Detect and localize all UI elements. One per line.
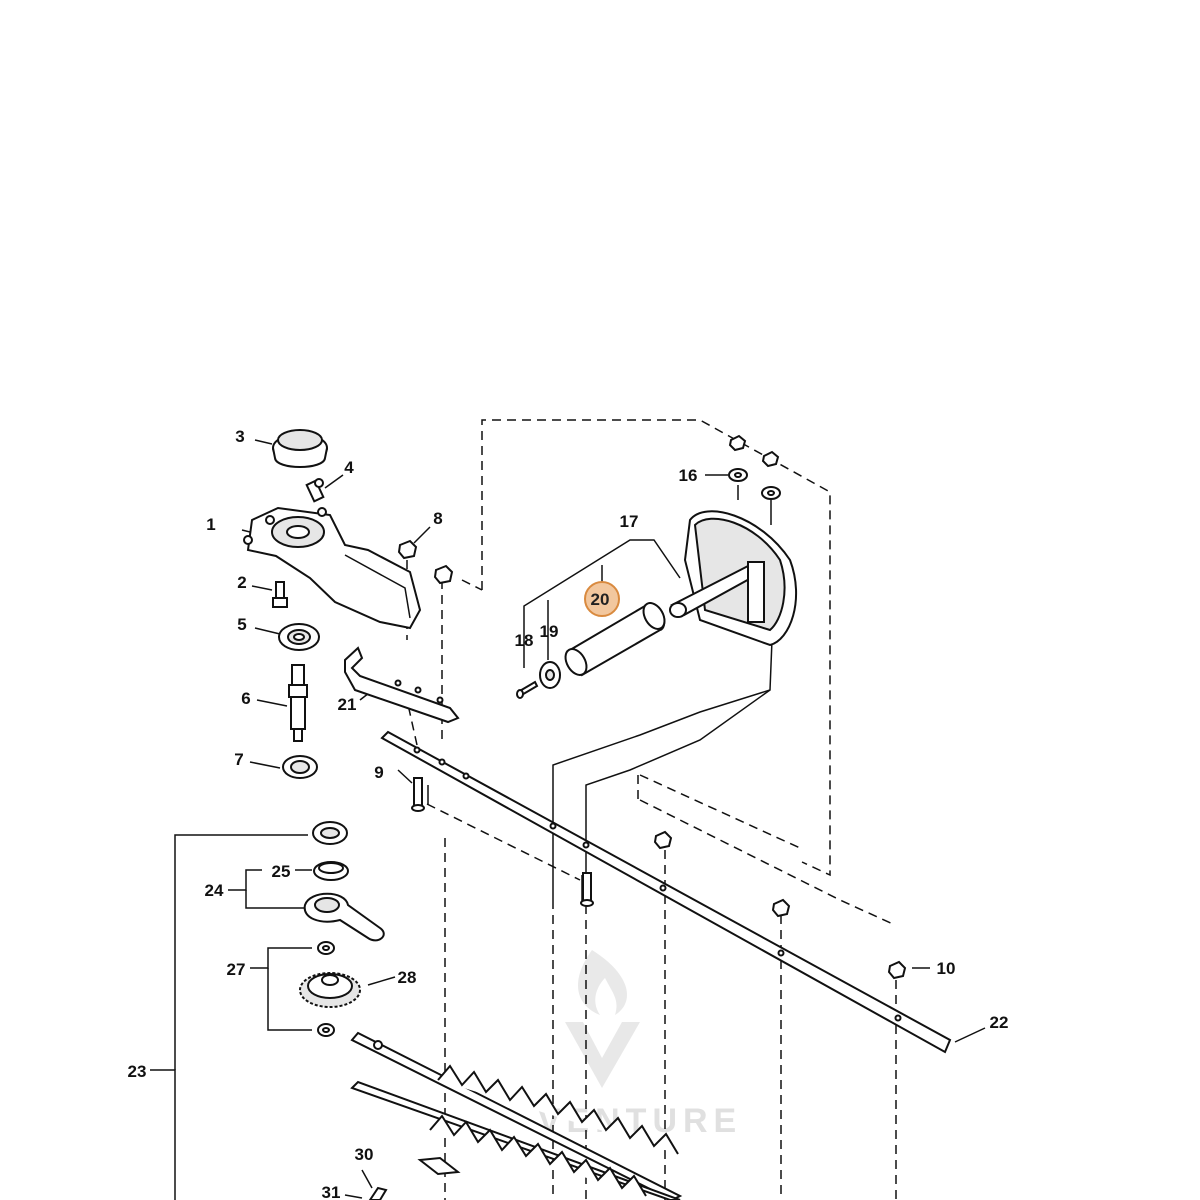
part-30-pad[interactable] [417, 1156, 461, 1176]
callout-18[interactable]: 18 [515, 631, 534, 650]
part-2-screw[interactable] [272, 581, 288, 608]
part-25-ring[interactable] [313, 861, 349, 881]
part-3-bearing-cup[interactable] [272, 429, 328, 468]
part-17-guard[interactable] [669, 510, 798, 647]
part-19-washer[interactable] [539, 661, 561, 689]
callout-5[interactable]: 5 [237, 615, 246, 634]
part-7-ball-bearing[interactable] [282, 755, 318, 779]
callout-28[interactable]: 28 [398, 968, 417, 987]
part-1-gear-housing[interactable] [243, 506, 422, 630]
part-8-nut[interactable] [397, 539, 454, 585]
callout-1[interactable]: 1 [206, 515, 215, 534]
leader-lines [150, 439, 986, 1200]
callout-2[interactable]: 2 [237, 573, 246, 592]
part-6-pinion-shaft[interactable] [288, 664, 308, 742]
part-9-screw-b[interactable] [580, 872, 594, 907]
part-22-guide-bar[interactable] [380, 730, 952, 1054]
part-31-clip[interactable] [368, 1186, 388, 1200]
callout-3[interactable]: 3 [235, 427, 244, 446]
callout-4[interactable]: 4 [344, 458, 354, 477]
part-16-washers[interactable] [728, 434, 781, 500]
callout-31[interactable]: 31 [322, 1183, 341, 1200]
callout-21[interactable]: 21 [338, 695, 357, 714]
callout-20[interactable]: 20 [591, 590, 610, 609]
callout-24[interactable]: 24 [205, 881, 224, 900]
part-23-bearing[interactable] [312, 821, 348, 845]
part-blade-lower[interactable] [350, 1080, 681, 1200]
part-21-spacer-plate[interactable] [344, 646, 460, 724]
callout-19[interactable]: 19 [540, 622, 559, 641]
part-blade-upper[interactable] [350, 1031, 683, 1200]
callout-9[interactable]: 9 [374, 763, 383, 782]
part-20-sleeve[interactable] [561, 599, 669, 678]
leader-30 [361, 1169, 373, 1189]
v-logo-icon [565, 1022, 640, 1088]
callout-16[interactable]: 16 [679, 466, 698, 485]
flame-logo-icon [578, 950, 628, 1015]
part-18-screw[interactable] [516, 680, 539, 699]
callout-8[interactable]: 8 [433, 509, 442, 528]
leader-31 [344, 1194, 363, 1199]
part-5-ball-bearing[interactable] [278, 623, 320, 651]
callout-labels: 1 2 3 4 5 6 7 8 9 10 16 17 18 19 20 21 2… [128, 427, 1009, 1200]
callout-23[interactable]: 23 [128, 1062, 147, 1081]
callout-27[interactable]: 27 [227, 960, 246, 979]
part-28-gear[interactable] [299, 972, 361, 1008]
callout-10[interactable]: 10 [937, 959, 956, 978]
part-10-nut[interactable] [653, 830, 907, 980]
callout-6[interactable]: 6 [241, 689, 250, 708]
highlight-circle-20 [584, 581, 620, 617]
callout-22[interactable]: 22 [990, 1013, 1009, 1032]
part-4-grease-nipple[interactable] [305, 478, 325, 503]
callout-30[interactable]: 30 [355, 1145, 374, 1164]
part-9-screw[interactable] [411, 777, 425, 812]
callout-17[interactable]: 17 [620, 512, 639, 531]
callout-7[interactable]: 7 [234, 750, 243, 769]
callout-25[interactable]: 25 [272, 862, 291, 881]
part-24-eccentric-lever[interactable] [303, 892, 385, 942]
part-27-washer[interactable] [317, 941, 335, 1037]
